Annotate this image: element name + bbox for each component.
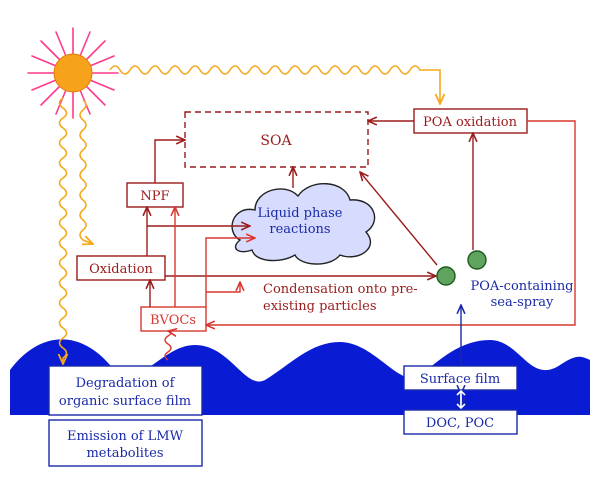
sun-to-poa-oxidation-wave: [109, 65, 440, 104]
oxidation-box: [76, 255, 166, 281]
poa-sea-spray-label-2: sea-spray: [491, 295, 554, 310]
emission-box: [48, 419, 203, 467]
sun-to-oxidation-wave: [79, 99, 93, 244]
sun-to-surface-wave: [60, 97, 67, 364]
soa-label: SOA: [260, 133, 292, 149]
liquid-phase-label-1: Liquid phase: [258, 206, 343, 221]
cloud-icon: [231, 182, 376, 265]
doc-poc-label: DOC, POC: [426, 416, 494, 431]
sea-spray-particle-icon: [467, 250, 487, 270]
emission-label-2: metabolites: [86, 446, 163, 461]
bvocs-to-condensation-arrow: [206, 282, 240, 293]
degradation-label-1: Degradation of: [76, 376, 176, 391]
particle-icon: [436, 266, 456, 286]
bvocs-to-cloud-arrow: [205, 238, 255, 307]
poa-oxidation-label: POA oxidation: [423, 115, 518, 130]
doc-poc-box: [403, 409, 518, 435]
degradation-label-2: organic surface film: [59, 394, 191, 409]
npf-to-soa-arrow: [154, 140, 185, 183]
bvocs-label: BVOCs: [150, 313, 196, 328]
double-arrow-line: [456, 389, 466, 410]
condensation-label-2: existing particles: [263, 299, 377, 314]
surface-to-bvocs-squiggle: [164, 331, 171, 361]
condensation-label-1: Condensation onto pre-: [263, 282, 418, 297]
sun-icon: [53, 53, 93, 93]
surface-film-label: Surface film: [420, 372, 500, 387]
degradation-box: [48, 365, 203, 416]
oxidation-label: Oxidation: [89, 262, 153, 277]
bvocs-box: [140, 306, 207, 332]
emission-label-1: Emission of LMW: [67, 429, 184, 444]
particle-to-soa-arrow: [360, 172, 438, 266]
npf-label: NPF: [140, 189, 169, 204]
sea-spray-to-bvocs-arrow: [206, 120, 576, 325]
soa-box: [184, 111, 369, 168]
liquid-phase-label-2: reactions: [269, 222, 330, 237]
poa-sea-spray-label-1: POA-containing: [470, 279, 573, 294]
